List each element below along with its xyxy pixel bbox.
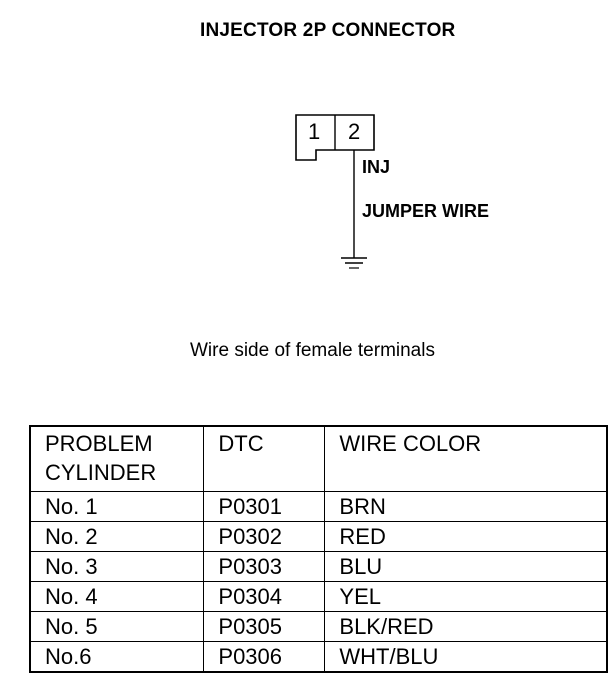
dtc-cell: P0303 [203,551,326,582]
wire-color-cell: YEL [324,581,608,612]
table-row: No. 3 P0303 BLU [29,551,608,582]
wire-color-cell: WHT/BLU [324,641,608,673]
cylinder-cell: No. 4 [29,581,205,612]
wire-color-cell: BLK/RED [324,611,608,642]
connector-diagram: INJECTOR 2P CONNECTOR 1 2 INJ JUMPER WIR… [0,0,608,330]
header-dtc: DTC [203,425,326,492]
dtc-cell: P0301 [203,491,326,522]
table-row: No. 5 P0305 BLK/RED [29,611,608,642]
dtc-cell: P0305 [203,611,326,642]
wire-color-cell: BLU [324,551,608,582]
table-header-row: PROBLEM CYLINDER DTC WIRE COLOR [29,425,608,492]
jumper-wire-label: JUMPER WIRE [362,201,490,221]
table-row: No.6 P0306 WHT/BLU [29,641,608,673]
wire-color-cell: BRN [324,491,608,522]
table-row: No. 1 P0301 BRN [29,491,608,522]
dtc-cell: P0306 [203,641,326,673]
cylinder-cell: No. 3 [29,551,205,582]
cylinder-cell: No.6 [29,641,205,673]
wire-color-cell: RED [324,521,608,552]
pin-1-label: 1 [308,119,321,144]
diagram-title: INJECTOR 2P CONNECTOR [200,20,456,41]
connector-drawing [295,114,375,269]
cylinder-cell: No. 5 [29,611,205,642]
cylinder-cell: No. 1 [29,491,205,522]
table-row: No. 4 P0304 YEL [29,581,608,612]
dtc-cell: P0304 [203,581,326,612]
inj-label: INJ [362,157,391,177]
connector-outline [295,114,375,161]
cylinder-cell: No. 2 [29,521,205,552]
caption: Wire side of female terminals [190,340,435,361]
header-wire-color: WIRE COLOR [324,425,608,492]
table-row: No. 2 P0302 RED [29,521,608,552]
header-problem-cylinder: PROBLEM CYLINDER [29,425,205,492]
dtc-cell: P0302 [203,521,326,552]
dtc-table: PROBLEM CYLINDER DTC WIRE COLOR No. 1 P0… [29,425,608,673]
pin-2-label: 2 [348,119,361,144]
